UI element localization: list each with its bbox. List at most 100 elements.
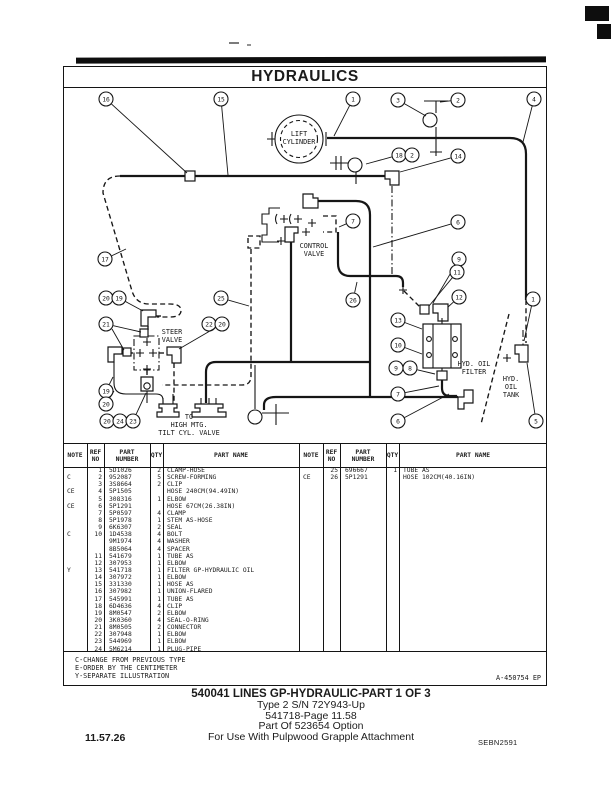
callout-leader — [404, 393, 450, 418]
cell-ref: 2 — [98, 474, 102, 482]
cell-note — [63, 581, 87, 588]
callout-number: 20 — [218, 321, 226, 328]
callout-number: 9 — [457, 256, 461, 263]
callout-number: 17 — [101, 256, 109, 263]
cell-name: WASHER — [167, 538, 190, 546]
table-footnotes: C-CHANGE FROM PREVIOUS TYPE E-ORDER BY T… — [63, 652, 547, 686]
callout-circle-2 — [404, 147, 420, 163]
callout-leader — [135, 392, 147, 415]
callout-number: 7 — [396, 391, 400, 398]
cell-part: 307972 — [109, 574, 132, 582]
callout-circle-17 — [97, 251, 113, 267]
callout-leader — [338, 223, 347, 228]
cell-name: HOSE AS — [167, 581, 194, 589]
callout-number: 13 — [394, 317, 402, 324]
callout-number: 12 — [455, 294, 463, 301]
callout-leader — [333, 105, 350, 137]
cell-qty: 1 — [157, 581, 161, 589]
footnote: E-ORDER BY THE CENTIMETER — [75, 664, 178, 672]
column-divider — [323, 444, 324, 651]
cell-name: STEM AS-HOSE — [167, 516, 213, 524]
callout-number: 22 — [205, 321, 213, 328]
footnote: Y-SEPARATE ILLUSTRATION — [75, 672, 170, 680]
callout-circle-5 — [528, 413, 544, 429]
cell-ref — [87, 538, 104, 545]
cell-qty: 2 — [157, 524, 161, 532]
hose-lines — [102, 136, 528, 410]
cell-part: 952087 — [109, 474, 132, 482]
callout-circle-7 — [390, 386, 406, 402]
caption-title: 540041 LINES GP-HYDRAULIC-PART 1 OF 3 — [191, 688, 431, 700]
cell-ref: 26 — [330, 474, 338, 482]
cell-ref: 10 — [94, 531, 102, 539]
cell-ref: 4 — [98, 488, 102, 496]
cell-note — [63, 574, 87, 581]
cell-note — [63, 467, 87, 474]
page-code: 11.57.26 — [85, 732, 126, 744]
callout-number: 1 — [351, 96, 355, 103]
cell-ref: 18 — [94, 602, 102, 610]
cell-name: BOLT — [167, 531, 183, 539]
cell-part: 5P1505 — [109, 488, 132, 496]
cell-name: ELBOW — [167, 574, 186, 582]
callout-circle-21 — [98, 316, 114, 332]
cell-part: 8M0547 — [109, 609, 132, 617]
callout-number: 19 — [115, 295, 123, 302]
scan-artifact-blob — [597, 24, 611, 39]
cell-name: CLAMP — [167, 509, 186, 517]
cell-part: 3K0360 — [109, 616, 132, 624]
callout-leader — [365, 156, 392, 165]
cell-note — [63, 588, 87, 595]
cell-name: FILTER GP-HYDRAULIC OIL — [167, 566, 255, 574]
cell-part: 541718 — [109, 566, 132, 574]
callout-number: 6 — [396, 418, 400, 425]
callout-leader — [447, 301, 454, 308]
tank-symbol — [480, 313, 524, 425]
cell-name: SEAL — [167, 524, 183, 532]
cell-ref: 1 — [98, 467, 102, 474]
diagram-label-hyd-oil-tank: TANK — [503, 391, 520, 399]
cell-note: CE — [67, 488, 75, 496]
cell-part: 9M1974 — [109, 538, 132, 546]
column-header-note: NOTE — [303, 452, 319, 459]
cell-qty: 4 — [157, 602, 161, 610]
callout-number: 20 — [103, 418, 111, 425]
diagram-labels: LIFTCYLINDERCONTROLVALVESTEERVALVETOHIGH… — [158, 130, 520, 437]
cell-ref: 13 — [94, 566, 102, 574]
cell-qty: 1 — [157, 631, 161, 639]
cell-part: 331330 — [109, 581, 132, 589]
callout-leader — [125, 301, 144, 312]
callout-number: 10 — [394, 342, 402, 349]
cell-ref: 24 — [94, 645, 102, 653]
callout-circle-6 — [390, 413, 406, 429]
callout-leader — [404, 322, 423, 330]
cell-part: 5M6214 — [109, 645, 132, 653]
diagram-label-tilt-valve: HIGH MTG. — [171, 421, 208, 429]
cell-name: HOSE 67CM(26.38IN) — [167, 502, 236, 510]
column-divider — [150, 444, 151, 651]
cell-qty: 2 — [157, 467, 161, 474]
callout-leader — [526, 362, 536, 414]
callout-number: 8 — [408, 365, 412, 372]
caption-line: Part Of 523654 Option — [258, 720, 364, 733]
header-rule — [299, 467, 547, 468]
cell-note — [63, 560, 87, 567]
cell-ref: 25 — [330, 467, 338, 474]
plus-port-marks — [136, 215, 511, 373]
cell-part: 6D4636 — [109, 602, 132, 610]
callout-leader — [111, 328, 125, 351]
